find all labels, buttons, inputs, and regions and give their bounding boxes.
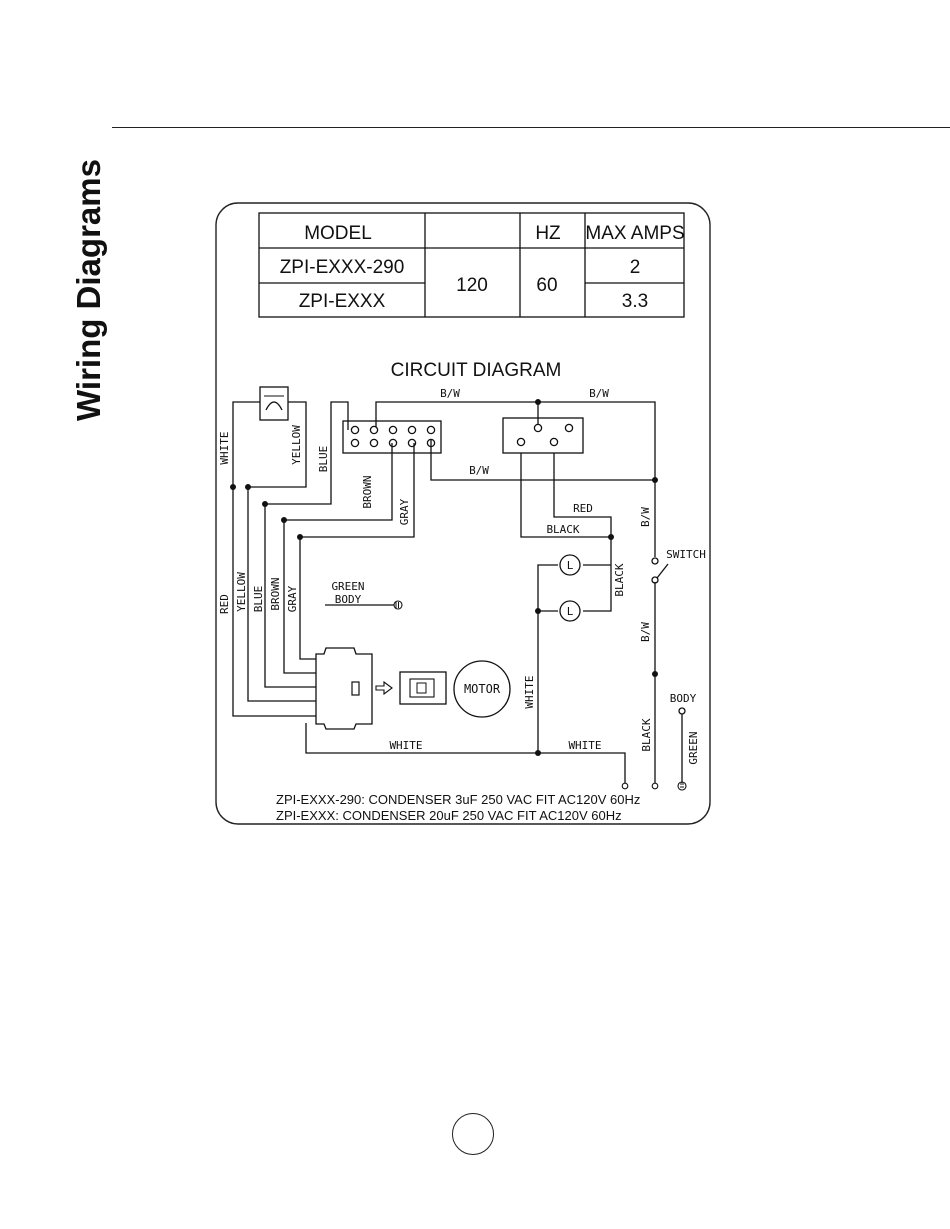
ground-icon [393,600,403,610]
wire-label-green: GREEN [331,580,364,593]
lamp-label: L [567,559,574,572]
wire-label-white: WHITE [523,675,536,708]
lamp-icon: L [559,554,581,576]
wire-labels: B/W B/W B/W RED BLACK SWITCH BODY GREEN … [218,387,706,765]
table-cell-model: ZPI-EXXX-290 [280,257,405,278]
lamp-label: L [567,605,574,618]
table-cell-max-amps: 3.3 [622,291,648,312]
wire-label-bw: B/W [639,507,652,527]
spec-table: MODEL HZ MAX AMPS ZPI-EXXX-290 ZPI-EXXX … [258,212,685,318]
wire-label-switch: SWITCH [666,548,706,561]
wire-label-blue: BLUE [252,586,265,613]
wire-label-black: BLACK [546,523,579,536]
wire-label-bw: B/W [589,387,609,400]
table-cell-hz: 60 [536,275,557,296]
wire-label-bw: B/W [469,464,489,477]
wire-label-bw: B/W [639,622,652,642]
wire-label-brown: BROWN [361,475,374,508]
junction-dots [230,399,658,756]
diagram-frame [215,202,711,825]
circuit-diagram-title: CIRCUIT DIAGRAM [391,360,562,381]
wire-label-gray: GRAY [398,498,411,525]
table-header-hz: HZ [535,223,561,244]
motor-connector-icon [315,647,447,730]
motor-label: MOTOR [464,682,501,696]
table-header-model: MODEL [304,223,372,244]
wire-label-brown: BROWN [269,577,282,610]
terminal-block-left [342,420,442,454]
condenser-note: ZPI-EXXX: CONDENSER 20uF 250 VAC FIT AC1… [276,808,622,823]
wire-label-bw: B/W [440,387,460,400]
header-rule [112,127,950,128]
condenser-icon [259,386,289,421]
terminal-dot [651,782,659,790]
ground-icon [677,781,687,791]
wire-label-white: WHITE [389,739,422,752]
table-header-max-amps: MAX AMPS [585,223,684,244]
wire-label-yellow: YELLOW [290,425,303,465]
wire-label-red: RED [573,502,593,515]
table-cell-max-amps: 2 [630,257,641,278]
terminal-block-right [502,417,584,454]
table-cell-model: ZPI-EXXX [299,291,386,312]
lamp-icon: L [559,600,581,622]
wire-label-body: BODY [670,692,697,705]
terminal-dot [621,782,629,790]
wire-label-body: BODY [335,593,362,606]
page-number-circle [452,1113,494,1155]
wire-label-green: GREEN [687,731,700,764]
condenser-note: ZPI-EXXX-290: CONDENSER 3uF 250 VAC FIT … [276,792,640,807]
wire-label-white: WHITE [218,431,231,464]
table-cell-voltage: 120 [456,275,488,296]
wire-label-gray: GRAY [286,585,299,612]
wire-label-white: WHITE [568,739,601,752]
wire-label-red: RED [218,594,231,614]
motor-icon: MOTOR [453,660,511,718]
wire-label-black: BLACK [613,563,626,596]
wire-label-blue: BLUE [317,446,330,473]
wire-label-yellow: YELLOW [235,572,248,612]
wire-label-black: BLACK [640,718,653,751]
